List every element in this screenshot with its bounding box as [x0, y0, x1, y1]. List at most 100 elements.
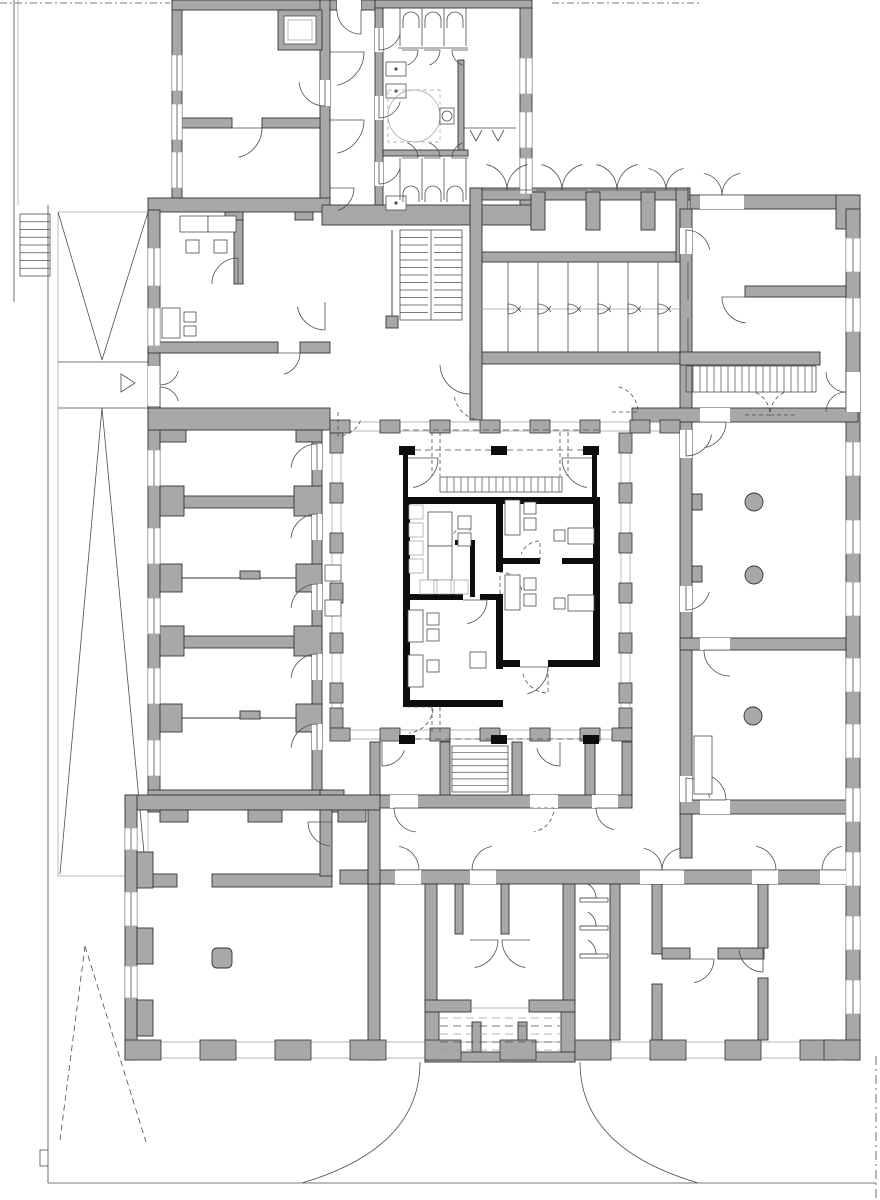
door [290, 443, 318, 470]
pilaster [429, 419, 451, 434]
insert-wall [562, 558, 600, 564]
furniture-table [427, 511, 453, 547]
direction-arrow [120, 373, 136, 393]
pilaster [724, 1039, 762, 1061]
double-door [536, 164, 563, 191]
door-dashed [454, 392, 483, 421]
furniture-seat [453, 579, 469, 595]
insert-wall [593, 497, 600, 667]
toilet [446, 11, 464, 28]
pilaster [159, 485, 185, 517]
door [721, 296, 748, 324]
toilet [424, 185, 442, 202]
door-gap [592, 795, 618, 808]
insert-wall [496, 497, 503, 572]
wall-segment [511, 741, 523, 799]
double-door [481, 164, 508, 191]
insert-wall [503, 558, 540, 564]
pilaster [329, 682, 344, 704]
wall-segment [757, 883, 769, 949]
double-door [825, 371, 847, 393]
courtyard-colonnade-east [618, 432, 633, 729]
insert-door [463, 599, 488, 625]
wall-segment [382, 149, 469, 157]
door [232, 127, 263, 158]
insert-wall [403, 497, 410, 707]
pilaster [329, 432, 344, 454]
stall-door [597, 300, 612, 315]
door [752, 845, 777, 871]
door [439, 364, 471, 395]
door [211, 257, 239, 285]
double-door [825, 391, 847, 413]
pilaster [136, 851, 154, 889]
door [685, 229, 711, 254]
south-facade [124, 1039, 861, 1061]
wall-segment [439, 741, 451, 799]
shelf-door [580, 883, 597, 899]
wall-segment [457, 59, 465, 151]
ramp-diagonal [101, 211, 149, 361]
wall-segment [528, 999, 576, 1013]
wall-segment [651, 983, 663, 1041]
wall-segment [147, 197, 331, 213]
door [290, 653, 318, 680]
shelf-door [580, 911, 597, 927]
pilaster [379, 419, 401, 434]
furniture-chair [213, 239, 228, 254]
driveway-curve [301, 1061, 421, 1184]
door [336, 9, 362, 35]
door [685, 586, 710, 611]
wall-segment [469, 187, 483, 421]
wall-segment [367, 883, 381, 1061]
ramp-diagonal [57, 211, 103, 361]
south-stair [451, 745, 509, 793]
driveway-curve [579, 1061, 699, 1184]
furniture-chair [457, 515, 472, 530]
toilet [402, 11, 420, 28]
wall-segment [321, 204, 533, 226]
pilaster [136, 927, 154, 965]
double-door [644, 168, 667, 191]
double-door [470, 939, 499, 968]
wall-segment [424, 999, 472, 1013]
column-square [211, 947, 233, 969]
insert-wall [496, 594, 503, 669]
double-door [721, 172, 744, 196]
pilaster [611, 727, 633, 742]
door [330, 187, 355, 211]
insert-door [520, 666, 549, 695]
furniture-desk [567, 527, 595, 545]
pilaster [159, 429, 187, 443]
wall-segment [562, 883, 576, 1005]
insert-wall [592, 455, 597, 502]
pilaster [293, 485, 323, 517]
wall-segment [744, 285, 847, 298]
wall-unit [324, 564, 342, 582]
wall-segment [454, 883, 464, 935]
urinal [469, 129, 483, 142]
door-dashed [407, 706, 434, 734]
furniture-table [427, 545, 453, 581]
wall-segment [651, 883, 663, 955]
door [703, 649, 731, 677]
stall-door [567, 300, 582, 315]
wall-segment [679, 351, 821, 366]
furniture-chair [457, 532, 472, 547]
pilaster [329, 532, 344, 554]
door [290, 583, 318, 610]
ramp-dashed [59, 945, 86, 1141]
pilaster [629, 419, 651, 434]
wall-segment [299, 341, 331, 354]
pilaster [159, 703, 183, 733]
pilaster [124, 1039, 162, 1061]
furniture-desk [161, 307, 181, 339]
pilaster [274, 1039, 312, 1061]
pilaster [329, 482, 344, 504]
door [381, 742, 405, 767]
pilaster [159, 625, 185, 657]
stall-door [424, 49, 441, 66]
grille [685, 365, 817, 393]
pilaster [329, 419, 351, 434]
